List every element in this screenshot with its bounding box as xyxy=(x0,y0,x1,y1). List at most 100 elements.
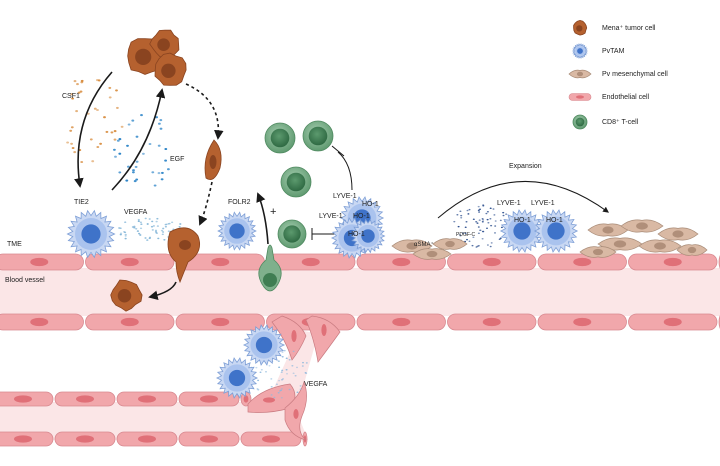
pvtam-vegfa-a xyxy=(242,324,286,366)
endothelial-nucleus xyxy=(392,317,411,327)
endothelial-nucleus xyxy=(138,395,156,403)
endothelial-nucleus xyxy=(573,257,592,267)
endothelial-nucleus xyxy=(30,317,49,327)
mesenchymal-cell xyxy=(432,238,468,250)
endothelial-cell-icon xyxy=(568,93,592,101)
mesenchymal-cell xyxy=(657,227,699,241)
label-expansion: Expansion xyxy=(509,163,542,170)
vegfa-dots xyxy=(118,217,182,241)
legend-label-pvtam: PvTAM xyxy=(602,48,625,55)
label-ho1-e: HO-1 xyxy=(546,217,563,224)
endothelial-nucleus xyxy=(392,257,411,267)
label-egf: EGF xyxy=(170,156,185,163)
label-lyve1-c: LYVE-1 xyxy=(497,200,521,207)
arrow-tumor-intravasation xyxy=(198,181,213,226)
blood-vessel-upper xyxy=(0,253,720,331)
label-plus: + xyxy=(270,206,277,218)
pvtam-icon-shape xyxy=(572,43,588,59)
t-cell xyxy=(277,219,307,249)
tumor-cell-icon xyxy=(573,19,588,36)
label-folr2: FOLR2 xyxy=(228,199,251,206)
endothelial-nucleus xyxy=(482,317,501,327)
label-ho1-a: HO-1 xyxy=(362,201,379,208)
pvtam-tie2 xyxy=(66,209,116,259)
pvtam-icon xyxy=(572,43,588,59)
mesenchymal-cell xyxy=(676,244,708,256)
tumor-cell-intravasating xyxy=(167,227,201,284)
tumor-cell-migrating xyxy=(204,139,222,181)
endothelial-nucleus xyxy=(663,257,682,267)
arrow-tumor-migration xyxy=(185,83,224,140)
mesenchymal-cell xyxy=(638,239,682,253)
endothelial-nucleus xyxy=(138,435,156,443)
label-ho1-c: HO-1 xyxy=(348,231,365,238)
label-pdgfc: PDGF-C xyxy=(456,232,476,238)
mesenchymal-cell xyxy=(597,237,643,251)
label-lyve1-b: LYVE-1 xyxy=(319,213,343,220)
legend-icons xyxy=(568,19,592,130)
endothelial-branch-top xyxy=(0,391,252,407)
label-lyve1-d: LYVE-1 xyxy=(531,200,555,207)
endothelial-branch-bottom xyxy=(0,431,308,447)
endothelial-nucleus xyxy=(120,317,139,327)
t-cell-icon-shape xyxy=(572,114,588,130)
label-asma: αSMA⁺ xyxy=(414,242,434,248)
pdgfc-dots xyxy=(453,204,510,248)
inhibition-to-tcell-upper xyxy=(337,151,353,191)
t-cell xyxy=(264,122,296,154)
pvtam-vegfa-b xyxy=(215,357,259,399)
label-vegfa-top: VEGFA xyxy=(124,209,148,216)
mesenchymal-cell xyxy=(412,248,452,260)
endothelial-nucleus xyxy=(573,317,592,327)
endothelial-nucleus xyxy=(76,435,94,443)
legend-label-mesenchymal: Pv mesenchymal cell xyxy=(602,71,668,78)
tumor-cell-icon-shape xyxy=(573,19,588,36)
endothelial-nucleus xyxy=(14,395,32,403)
endothelial-nucleus xyxy=(200,435,218,443)
pvtam-lyve1-e xyxy=(533,209,579,253)
arrow-tcell-extravasation xyxy=(256,192,269,245)
endothelial-nucleus xyxy=(262,435,280,443)
arrow-expansion xyxy=(437,180,609,219)
mesenchymal-cell-icon xyxy=(568,69,592,79)
mesenchymal-cell xyxy=(587,223,629,237)
endothelial-nucleus xyxy=(14,435,32,443)
label-lyve1-a: LYVE-1 xyxy=(333,193,357,200)
t-cell xyxy=(302,120,334,152)
label-blood-vessel: Blood vessel xyxy=(5,277,45,284)
label-ho1-d: HO-1 xyxy=(514,217,531,224)
endothelial-nucleus xyxy=(301,257,320,267)
arrow-tumor-into-vessel xyxy=(148,281,177,300)
t-cell-icon xyxy=(572,114,588,130)
legend-label-endothelial: Endothelial cell xyxy=(602,94,650,101)
endothelial-nucleus xyxy=(120,257,139,267)
csf1-dots xyxy=(66,79,124,164)
legend-label-tumor: Mena⁺ tumor cell xyxy=(602,25,656,32)
mesenchymal-cell xyxy=(579,246,617,258)
endothelial-nucleus xyxy=(76,395,94,403)
mesenchymal-icon-shape xyxy=(568,69,592,79)
label-vegfa-bottom: VEGFA xyxy=(304,381,328,388)
arrow-csf1 xyxy=(74,71,113,188)
cells xyxy=(66,29,708,399)
t-cell-extravasating xyxy=(258,244,282,292)
endothelial-nucleus xyxy=(482,257,501,267)
endothelial-nucleus xyxy=(30,257,49,267)
inhibition-lines xyxy=(311,145,353,240)
pvtam-folr2 xyxy=(217,211,257,251)
sprouting-endothelial xyxy=(271,315,341,363)
pvtam-lyve1-c xyxy=(350,218,386,254)
pvtam-lyve1-d xyxy=(499,209,545,253)
endothelial-nucleus xyxy=(211,317,230,327)
arrows xyxy=(74,71,609,300)
legend-label-tcell: CD8⁺ T-cell xyxy=(602,119,639,126)
endothelial-layer-bottom xyxy=(0,313,720,331)
blood-vessel-branch xyxy=(0,330,318,447)
endothelial-layer-top xyxy=(0,253,720,271)
tumor-cell-cluster xyxy=(149,29,180,59)
tumor-cell-circulating xyxy=(110,279,143,312)
tumor-cell-cluster xyxy=(154,52,187,86)
endothelial-nucleus xyxy=(243,395,249,403)
mesenchymal-cell xyxy=(620,219,664,233)
